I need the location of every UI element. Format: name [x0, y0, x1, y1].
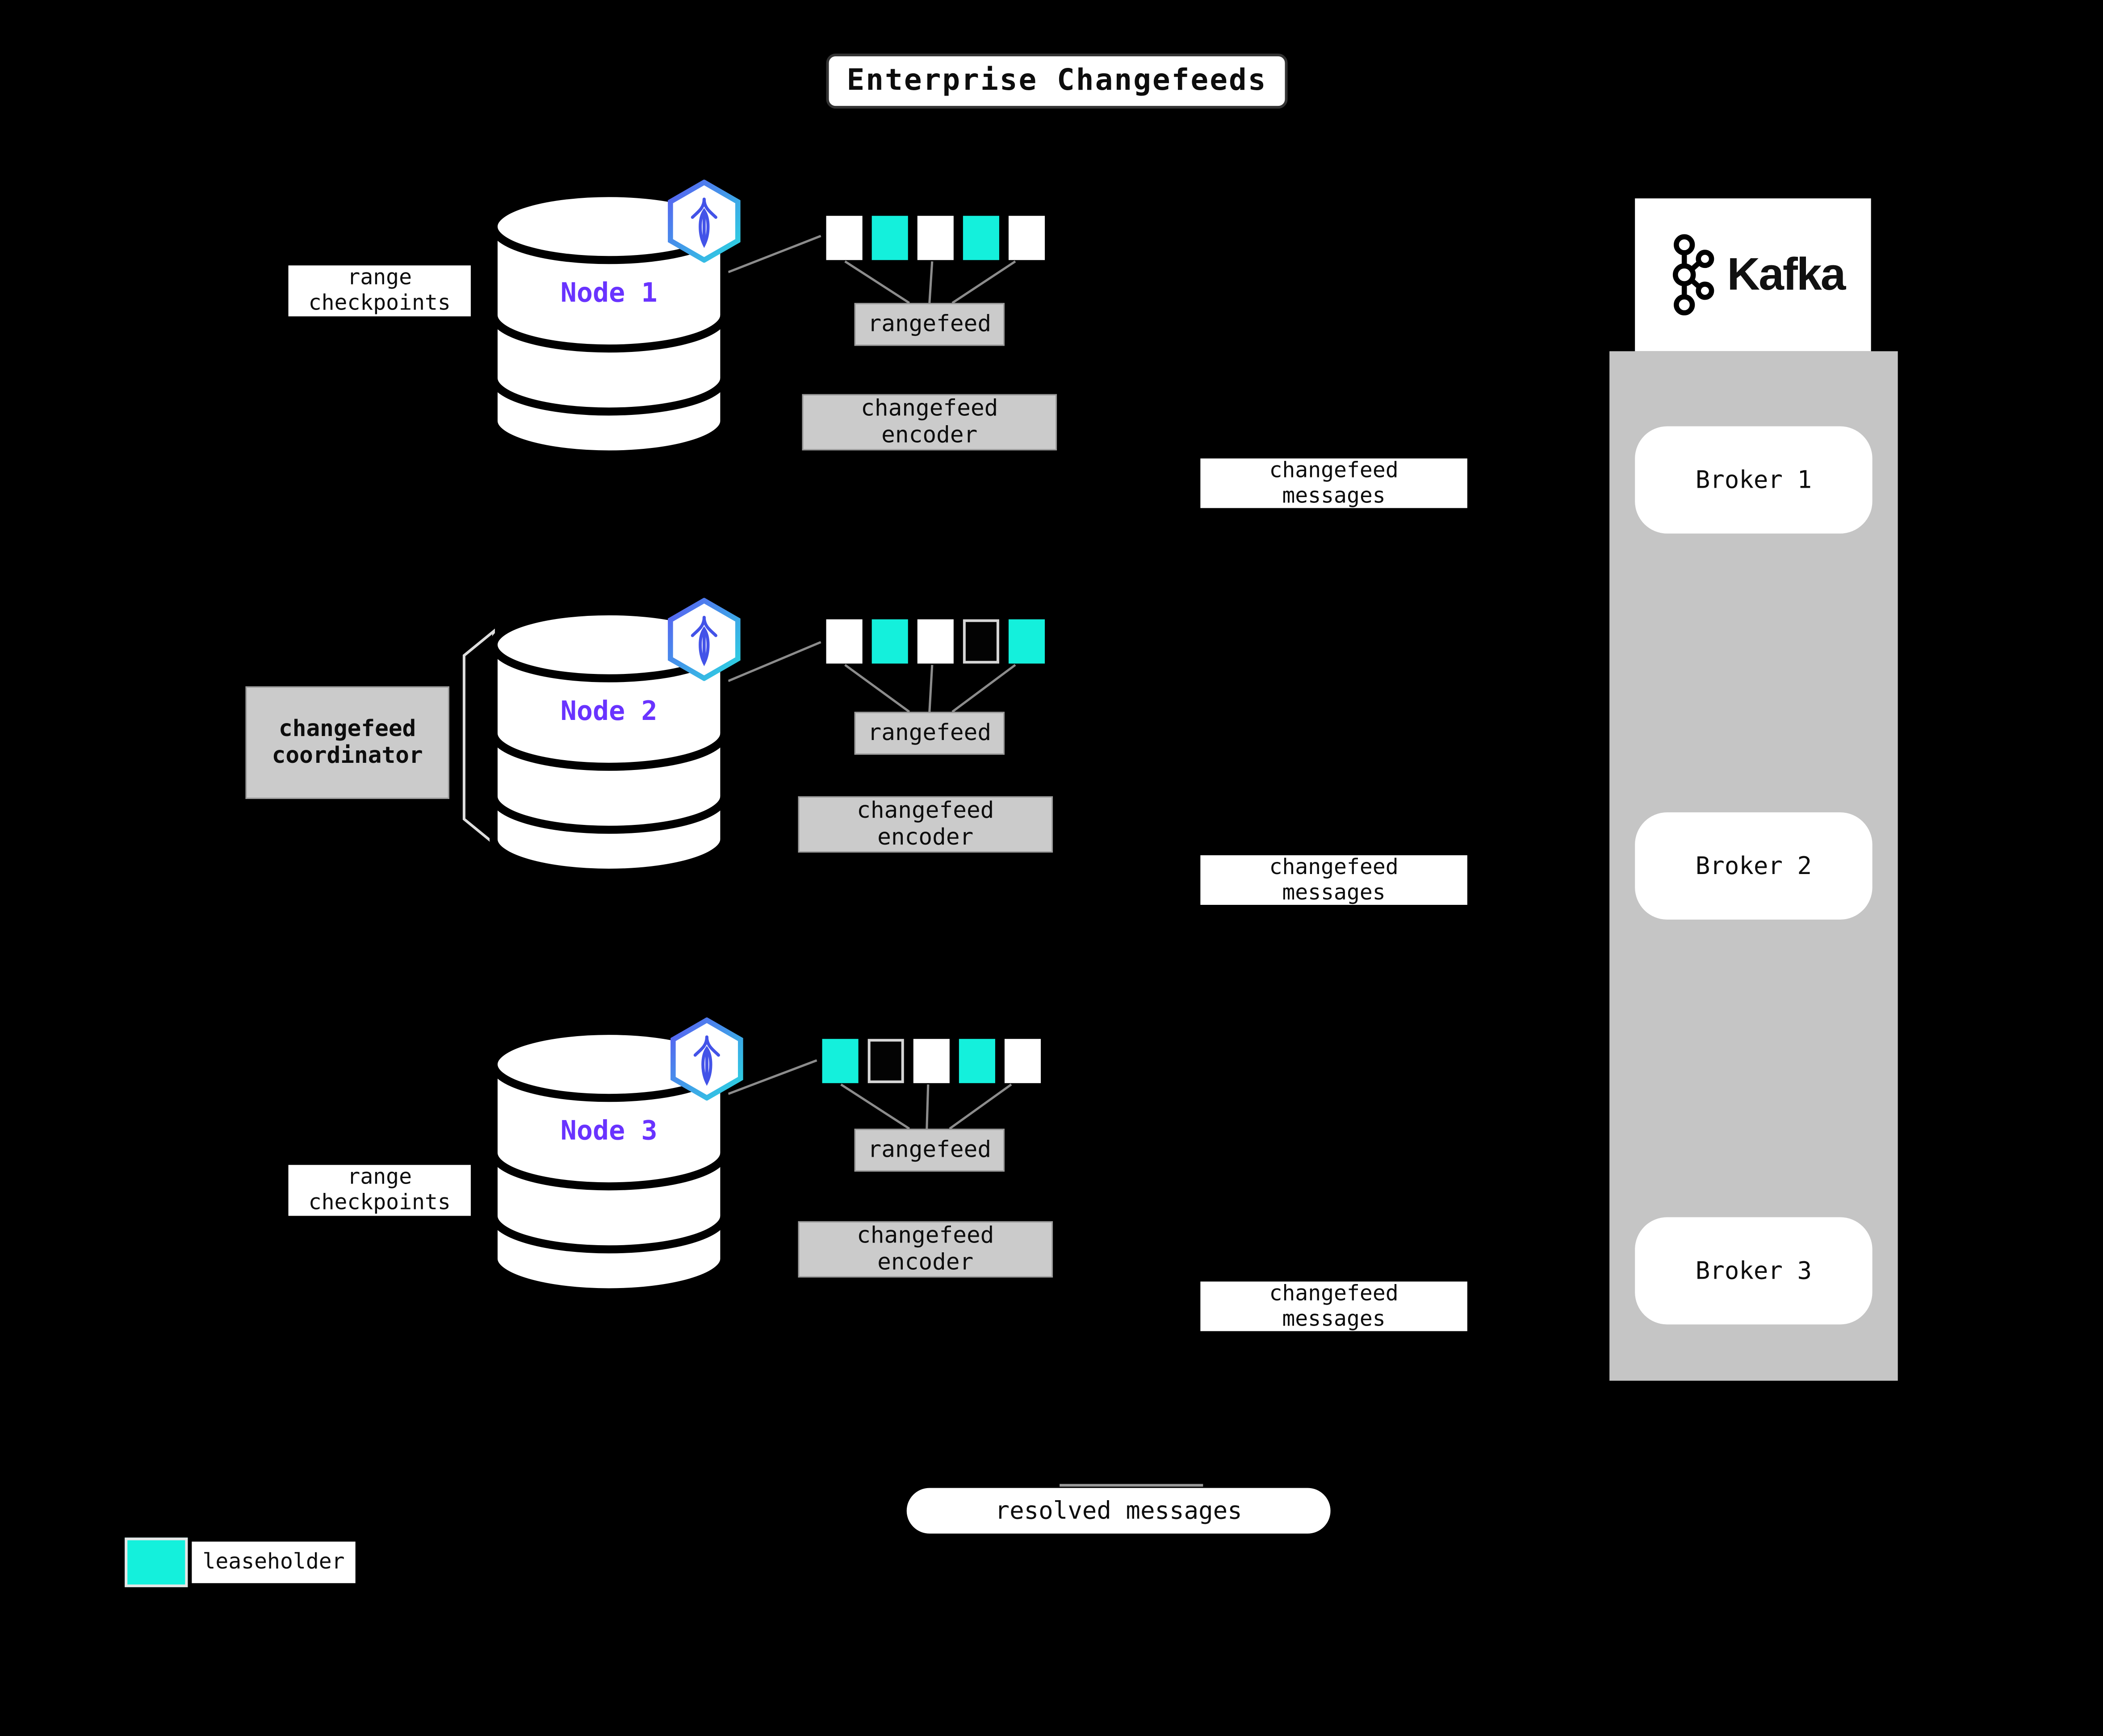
resolved-messages-pill: resolved messages [906, 1488, 1331, 1534]
range-squares [826, 619, 1045, 664]
legend-swatch [125, 1537, 188, 1587]
diagram-title: Enterprise Changefeeds [826, 54, 1288, 109]
broker-box: Broker 3 [1635, 1217, 1873, 1325]
changefeed-messages-label: changefeed messages [1200, 457, 1467, 508]
node-cylinder: Node 3 [489, 1028, 729, 1297]
range-square [1008, 216, 1045, 260]
broker-box: Broker 2 [1635, 812, 1873, 920]
range-checkpoints-label: range checkpoints [288, 264, 471, 317]
rangefeed-box: rangefeed [854, 1129, 1005, 1172]
rangefeed-box: rangefeed [854, 711, 1005, 755]
range-square [822, 1039, 859, 1083]
node-cylinder: Node 2 [489, 608, 729, 877]
node-label: Node 1 [560, 276, 658, 309]
range-squares [822, 1039, 1041, 1083]
cockroachdb-logo-icon [668, 1017, 746, 1101]
node-cylinder: Node 1 [489, 190, 729, 459]
node-label: Node 2 [560, 694, 658, 727]
changefeed-encoder-box: changefeed encoder [798, 796, 1053, 853]
cockroachdb-logo-icon [665, 179, 743, 263]
range-square [1008, 619, 1045, 664]
range-square [826, 619, 863, 664]
rangefeed-box: rangefeed [854, 303, 1005, 346]
changefeed-messages-label: changefeed messages [1200, 1280, 1467, 1331]
range-square [959, 1039, 995, 1083]
node-label: Node 3 [560, 1114, 658, 1146]
broker-panel: Broker 1 Broker 2 Broker 3 [1609, 351, 1898, 1381]
range-square [871, 216, 908, 260]
broker-box: Broker 1 [1635, 426, 1873, 534]
changefeed-encoder-box: changefeed encoder [802, 394, 1057, 451]
changefeed-encoder-box: changefeed encoder [798, 1221, 1053, 1278]
kafka-logo: Kafka [1635, 198, 1871, 351]
range-square [826, 216, 863, 260]
range-square [917, 619, 954, 664]
range-square [963, 216, 999, 260]
kafka-logo-icon [1672, 234, 1714, 316]
cockroachdb-logo-icon [665, 597, 743, 682]
range-checkpoints-label: range checkpoints [288, 1164, 471, 1216]
legend-label: leaseholder [192, 1541, 356, 1583]
changefeed-messages-label: changefeed messages [1200, 853, 1467, 905]
range-square [917, 216, 954, 260]
range-square [963, 619, 999, 664]
range-square [913, 1039, 950, 1083]
kafka-wordmark: Kafka [1727, 248, 1846, 300]
range-square [1004, 1039, 1041, 1083]
range-square [867, 1039, 904, 1083]
range-square [871, 619, 908, 664]
range-squares [826, 216, 1045, 260]
changefeed-coordinator-box: changefeed coordinator [245, 686, 449, 799]
